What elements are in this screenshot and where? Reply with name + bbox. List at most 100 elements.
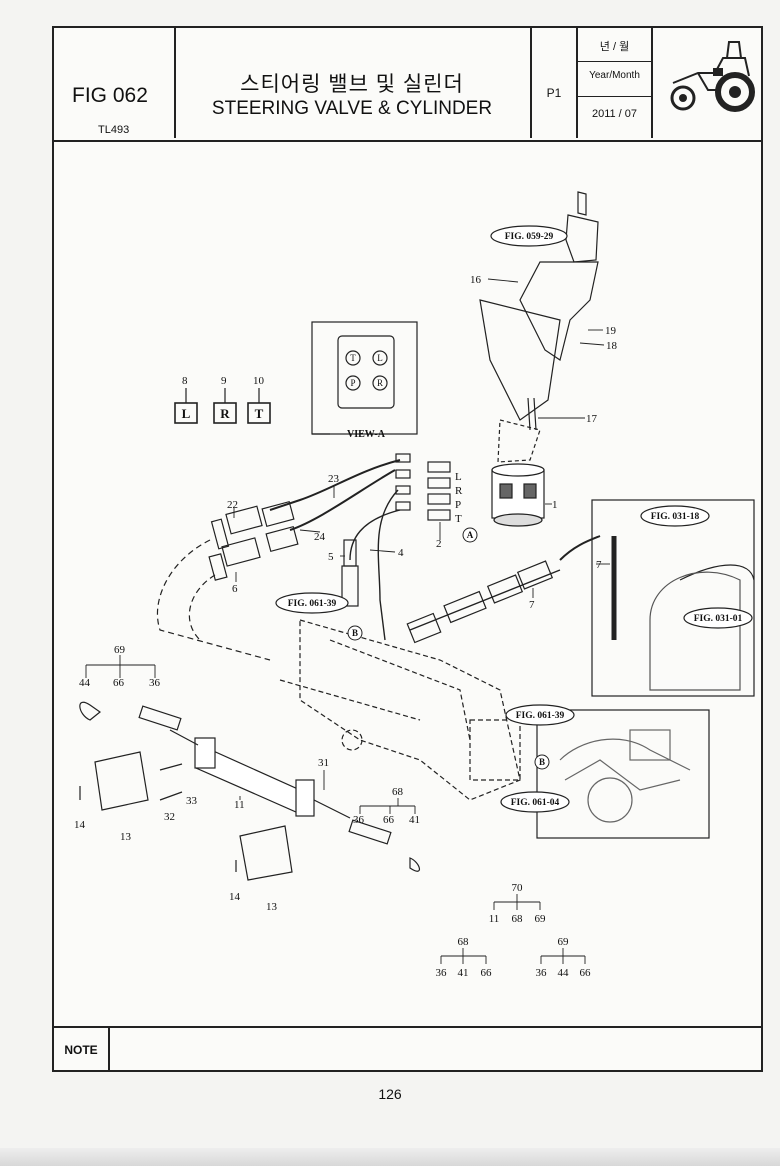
- view-port-l: L: [377, 353, 383, 363]
- steering-valve: [491, 463, 545, 527]
- callout: 69: [114, 644, 126, 656]
- fig-ref: FIG. 061-39: [516, 711, 565, 721]
- callout: 13: [266, 901, 278, 913]
- callout: 7: [529, 599, 535, 611]
- fig-cell: FIG 062 TL493: [54, 28, 176, 138]
- callout: 5: [328, 551, 334, 563]
- leader-lines: [85, 278, 610, 814]
- port-label: R: [455, 485, 463, 497]
- callout: 18: [606, 340, 618, 352]
- kit-parent: 70: [512, 882, 524, 894]
- callout: 22: [227, 499, 238, 511]
- kit-child: 69: [535, 913, 547, 925]
- kit-child: 36: [536, 967, 548, 979]
- inset-hose-box: [591, 499, 755, 697]
- year-month-label-ko: 년 / 월: [599, 41, 630, 53]
- view-port-t: T: [350, 353, 356, 363]
- callout: 11: [234, 799, 245, 811]
- fig-ref: FIG. 059-29: [505, 232, 554, 242]
- kit-breakdown: 70 11 68 69 68 36 41 66 69 36 44 66: [436, 882, 592, 979]
- callout: 10: [253, 375, 265, 387]
- callout: 33: [186, 795, 198, 807]
- divider: [578, 96, 651, 97]
- steering-cylinder: [169, 729, 351, 819]
- note-row: NOTE: [54, 1026, 761, 1072]
- divider: [578, 61, 651, 62]
- fig-number: FIG 062: [72, 84, 148, 107]
- callout: 6: [232, 583, 238, 595]
- callout-labels: 1 2 4 5 6 7 7 8 9 10 11 13 13 14 14 16 1…: [74, 274, 618, 913]
- callout: 14: [74, 819, 86, 831]
- callout: 1: [552, 499, 558, 511]
- inset-photo-box: [536, 709, 710, 839]
- title-english: STEERING VALVE & CYLINDER: [211, 98, 493, 119]
- callout: 66: [113, 677, 125, 689]
- callout: 16: [470, 274, 482, 286]
- callout: 24: [314, 531, 326, 543]
- kit-child: 66: [580, 967, 592, 979]
- marker-b: B: [539, 757, 545, 767]
- view-port-p: P: [350, 378, 355, 388]
- callout: 36: [353, 814, 365, 826]
- fig-ref: FIG. 061-04: [511, 798, 560, 808]
- view-a-label: VIEW-A: [347, 429, 386, 440]
- fig-ref: FIG. 061-39: [288, 599, 337, 609]
- marker-a: A: [467, 530, 474, 540]
- title-cell: 스티어링 밸브 및 실린더 STEERING VALVE & CYLINDER: [176, 28, 532, 138]
- port-fittings: [395, 453, 451, 521]
- callout: 7: [596, 559, 602, 571]
- model-code: TL493: [98, 124, 130, 136]
- front-axle: [279, 619, 521, 801]
- port-labels: L R P T: [455, 471, 463, 525]
- kit-brackets: [440, 894, 586, 964]
- page-ref: P1: [546, 86, 562, 100]
- callout: 66: [383, 814, 395, 826]
- callout: 2: [436, 538, 442, 550]
- port-label: P: [455, 499, 461, 511]
- tractor-icon: [670, 41, 755, 112]
- marker-b: B: [352, 628, 358, 638]
- year-month-label-en: Year/Month: [589, 70, 640, 81]
- kit-child: 11: [489, 913, 500, 925]
- view-a-valve: [337, 335, 395, 409]
- page-ref-cell: P1: [532, 28, 578, 138]
- page-number: 126: [378, 1086, 402, 1102]
- callout: 9: [221, 375, 227, 387]
- port-label: T: [455, 513, 462, 525]
- box-letter-t: T: [255, 406, 264, 421]
- inset-photo-detail: [559, 729, 691, 823]
- kit-child: 41: [458, 967, 469, 979]
- fig-ref: FIG. 031-18: [651, 512, 700, 522]
- view-port-r: R: [377, 378, 383, 388]
- port-label: L: [455, 471, 462, 483]
- view-a-box: [311, 321, 418, 435]
- fig-ref: FIG. 031-01: [694, 614, 743, 624]
- callout: 68: [392, 786, 404, 798]
- callout: 32: [164, 811, 175, 823]
- scan-edge: [0, 1148, 780, 1166]
- tractor-logo-cell: [653, 28, 761, 138]
- kit-parent: 68: [458, 936, 470, 948]
- kit-parent: 69: [558, 936, 570, 948]
- callout: 23: [328, 473, 340, 485]
- year-month-value: 2011 / 07: [591, 108, 638, 120]
- year-month-cell: 년 / 월 Year/Month 2011 / 07: [578, 28, 653, 138]
- callout: 44: [79, 677, 91, 689]
- note-label: NOTE: [54, 1028, 110, 1072]
- box-letter-r: R: [220, 406, 230, 421]
- callout: 31: [318, 757, 329, 769]
- callout: 36: [149, 677, 161, 689]
- callout: 17: [586, 413, 598, 425]
- box-letter-l: L: [182, 406, 191, 421]
- kit-child: 68: [512, 913, 524, 925]
- callout: 4: [398, 547, 404, 559]
- page-frame: FIG 062 TL493 스티어링 밸브 및 실린더 STEERING VAL…: [52, 26, 763, 1072]
- callout: 14: [229, 891, 241, 903]
- kit-child: 36: [436, 967, 448, 979]
- callout: 19: [605, 325, 617, 337]
- callout: 8: [182, 375, 188, 387]
- kit-child: 66: [481, 967, 493, 979]
- header: FIG 062 TL493 스티어링 밸브 및 실린더 STEERING VAL…: [54, 28, 761, 142]
